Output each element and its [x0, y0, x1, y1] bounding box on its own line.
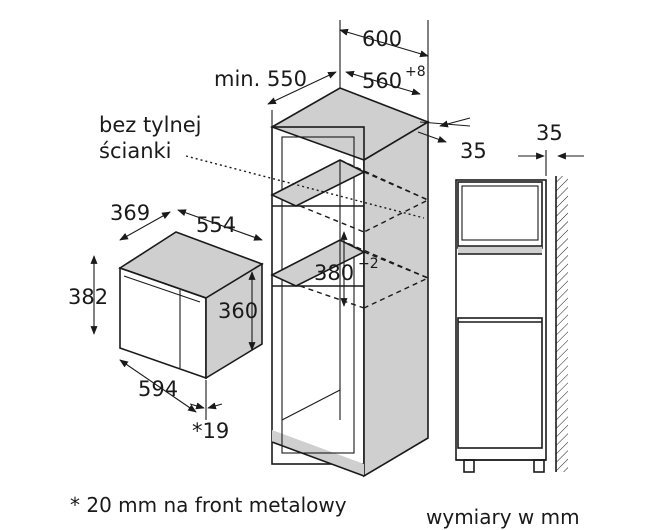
wall-hatch-icon: [556, 176, 568, 472]
dimension-360: 360: [218, 271, 258, 351]
label-35-depth: 35: [460, 139, 487, 163]
label-560: 560: [362, 69, 402, 93]
dimension-600: 600: [339, 20, 429, 122]
label-35-side: 35: [536, 121, 563, 145]
microwave-box: [118, 231, 264, 380]
label-no-back-2: ścianki: [99, 139, 172, 163]
footnote: * 20 mm na front metalowy: [70, 493, 347, 517]
label-594: 594: [138, 377, 178, 401]
label-380-tolerance: +2: [358, 256, 379, 272]
units-note: wymiary w mm: [426, 505, 580, 529]
label-380: 380: [314, 261, 354, 285]
label-382: 382: [68, 285, 108, 309]
label-min-550: min. 550: [214, 67, 307, 91]
label-360: 360: [218, 299, 258, 323]
label-369: 369: [110, 201, 150, 225]
label-560-tolerance: +8: [405, 64, 426, 80]
dimension-35-depth: 35: [417, 117, 487, 163]
dimension-382: 382: [68, 255, 108, 335]
dimension-19: *19: [189, 380, 229, 443]
side-section: 35: [455, 121, 584, 473]
dimension-560: 560 +8: [345, 64, 426, 96]
no-back-wall-callout: bez tylnej ścianki: [99, 113, 425, 219]
dimension-594: 594: [119, 359, 197, 413]
dimension-369-554: 369 554: [110, 201, 263, 241]
label-600: 600: [362, 27, 402, 51]
label-554: 554: [196, 213, 236, 237]
dimension-380: 380 +2: [314, 231, 379, 307]
dimension-min-550: min. 550: [214, 67, 337, 127]
label-no-back-1: bez tylnej: [99, 113, 202, 137]
label-19: *19: [192, 419, 229, 443]
